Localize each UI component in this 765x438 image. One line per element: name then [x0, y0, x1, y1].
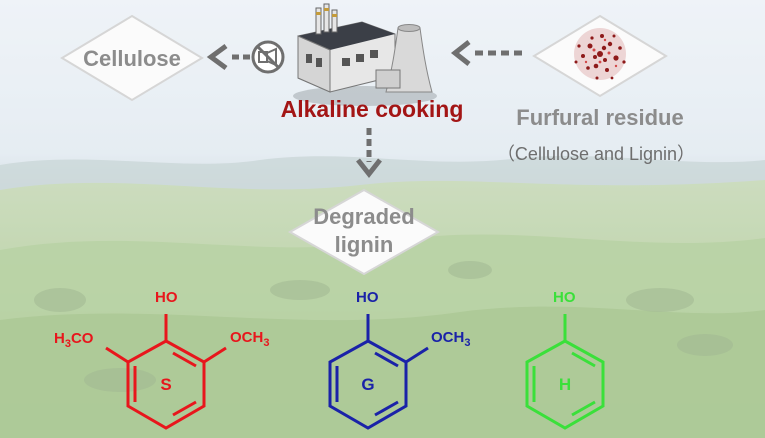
degraded-lignin-node: Degraded lignin — [287, 188, 441, 276]
g-unit-letter: G — [361, 375, 374, 394]
arrow-from-residue — [450, 40, 525, 66]
guaiacyl-unit — [328, 314, 429, 430]
h-hydroxyl-label: HO — [553, 289, 576, 306]
degraded-lignin-label-2: lignin — [335, 232, 394, 257]
s-unit-letter: S — [160, 375, 171, 394]
arrow-to-cellulose — [206, 43, 252, 71]
feedstock-label: Furfural residue — [516, 105, 683, 130]
s-methoxy-left-label: H3CO — [54, 330, 94, 350]
particle-cluster-icon — [574, 28, 626, 80]
degraded-lignin-label-1: Degraded — [313, 204, 414, 229]
no-entry-icon — [251, 40, 285, 74]
process-label: Alkaline cooking — [281, 96, 464, 122]
arrow-to-degraded-lignin — [356, 128, 382, 179]
furfural-residue-node — [532, 14, 668, 98]
hydroxyphenyl-unit — [525, 314, 605, 430]
cellulose-node: Cellulose — [60, 14, 204, 102]
h-unit-letter: H — [559, 375, 571, 394]
s-hydroxyl-label: HO — [155, 289, 178, 306]
factory-icon — [293, 3, 437, 106]
g-methoxy-label: OCH3 — [431, 329, 470, 349]
feedstock-note: （Cellulose and Lignin） — [497, 144, 695, 164]
g-hydroxyl-label: HO — [356, 289, 379, 306]
syringyl-unit — [105, 314, 227, 430]
cellulose-label: Cellulose — [83, 46, 181, 71]
s-methoxy-right-label: OCH3 — [230, 329, 269, 349]
